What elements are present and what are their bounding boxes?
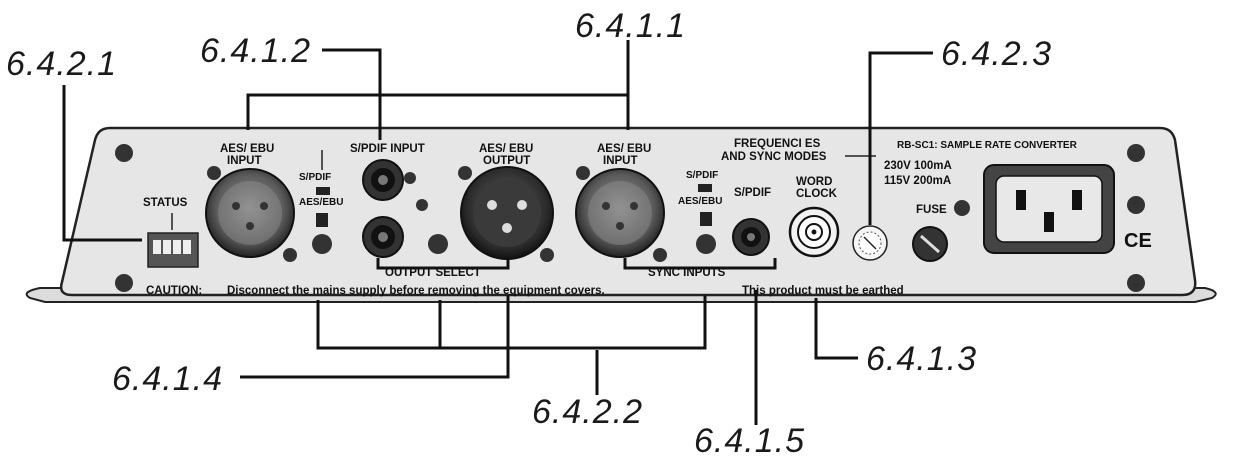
screw-bottom-right [1127,274,1145,292]
spdif-output-jack[interactable] [362,216,404,258]
screw-xlr3-b [653,248,667,262]
callout-6-4-1-2: 6.4.1.2 [200,32,311,70]
spdif-sync-label: S/PDIF [734,187,771,199]
aes-ebu-output-connector[interactable] [460,166,554,260]
callout-6-4-1-4: 6.4.1.4 [112,360,223,398]
screw-top-right [1127,144,1145,162]
screw-mid-right [1127,196,1145,214]
earthed-label: This product must be earthed [742,285,904,297]
status-label: STATUS [143,197,188,209]
callout-6-4-2-3: 6.4.2.3 [941,35,1052,73]
screw-spdif-a [404,172,416,184]
frequency-rotary-switch[interactable] [852,225,888,261]
aes-input-2-label-line2: INPUT [603,155,638,167]
screws [115,144,1145,292]
spdif-input-label: S/PDIF INPUT [350,143,425,155]
callout-6-4-2-2: 6.4.2.2 [532,393,643,431]
output-select-label: OUTPUT SELECT [385,267,481,279]
fuse-holder[interactable] [912,226,948,262]
callout-6-4-1-3: 6.4.1.3 [866,340,977,378]
aes-output-label-line2: OUTPUT [483,155,530,167]
switch1-body [316,213,328,227]
callout-6-4-2-1: 6.4.2.1 [6,45,117,83]
frequencies-label-line2: AND SYNC MODES [721,151,827,163]
screw-xlr3-a [576,166,590,180]
switch2-body [700,212,712,226]
model-label: RB-SC1: SAMPLE RATE CONVERTER [897,140,1078,151]
caution-label: CAUTION: [146,285,202,297]
aes-input-2-label-line1: AES/ EBU [597,143,651,155]
power-label-line1: 230V 100mA [884,160,952,172]
screw-bottom-left [115,274,133,292]
aes-input-1-label-line2: INPUT [227,155,262,167]
fuse-screw [954,200,970,216]
switch1-bottom-label: AES/EBU [299,197,343,208]
switch2-bottom-label: AES/EBU [678,196,722,207]
output-select-knob[interactable] [428,234,448,254]
screw-xlr2-a [458,166,472,180]
frequencies-label-line1: FREQUENCI ES [734,138,821,150]
callout-6-4-1-1: 6.4.1.1 [575,7,686,45]
screw-xlr1-b [283,248,297,262]
screw-xlr2-b [540,248,554,262]
iec-power-inlet[interactable] [983,164,1115,254]
fuse-label: FUSE [916,204,947,216]
word-clock-label-line1: WORD [796,176,832,188]
ce-mark: CE [1124,230,1152,252]
screw-spdif-b [416,199,428,211]
word-clock-bnc-connector[interactable] [788,206,840,258]
switch2-top-label: S/PDIF [686,170,718,181]
callout-6-4-1-5: 6.4.1.5 [694,422,805,456]
switch1-knob[interactable] [312,234,332,254]
power-label-line2: 115V 200mA [884,175,951,187]
screw-xlr1-a [207,166,221,180]
spdif-sync-jack[interactable] [732,218,770,256]
switch1-top-label: S/PDIF [299,172,331,183]
switch2-toggle[interactable] [698,184,712,192]
aes-ebu-input-2-connector[interactable] [575,168,665,258]
spdif-input-jack[interactable] [362,159,404,201]
word-clock-label-line2: CLOCK [796,188,838,200]
sync-inputs-label: SYNC INPUTS [648,267,726,279]
status-dip-switch[interactable] [147,213,199,268]
switch1-toggle[interactable] [316,187,330,195]
screw-top-left [115,144,133,162]
aes-input-1-label-line1: AES/ EBU [220,143,274,155]
aes-output-label-line1: AES/ EBU [479,143,533,155]
aes-ebu-input-1-connector[interactable] [205,168,295,258]
leader-lines [62,40,933,425]
caution-text: Disconnect the mains supply before remov… [227,285,605,297]
switch2-knob[interactable] [696,234,716,254]
